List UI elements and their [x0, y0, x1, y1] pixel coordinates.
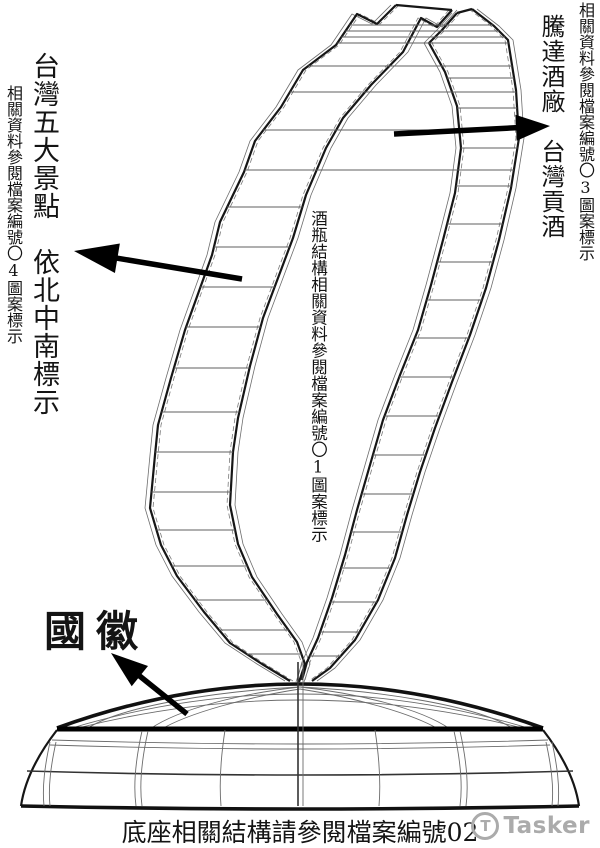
label-winery: 騰達酒廠 台灣貢酒 [537, 14, 565, 239]
callout-arrows [74, 114, 550, 717]
tasker-watermark: T Tasker [471, 812, 590, 840]
label-file-03-note: 相關資料參閱檔案編號〇3圖案標示 [576, 2, 595, 261]
left-ribbon-band [144, 3, 458, 683]
label-base-caption: 底座相關結構請參閱檔案編號02 [121, 818, 479, 847]
right-ribbon-band [296, 7, 525, 682]
label-scenic-spots: 台灣五大景點 依北中南標示 [28, 52, 59, 416]
arrow-winery [393, 114, 550, 141]
arrow-scenic-spots [74, 243, 243, 282]
label-national-emblem: 國徽 [44, 607, 149, 656]
label-bottle-structure-note: 酒瓶結構相關資料參閱檔案編號〇1圖案標示 [308, 210, 328, 543]
dome-base [19, 662, 581, 811]
label-file-04-note: 相關資料參閱檔案編號〇4圖案標示 [4, 85, 23, 344]
tasker-circle-t-icon: T [471, 812, 500, 840]
tasker-brand-text: Tasker [503, 813, 590, 839]
arrow-emblem [111, 653, 189, 717]
